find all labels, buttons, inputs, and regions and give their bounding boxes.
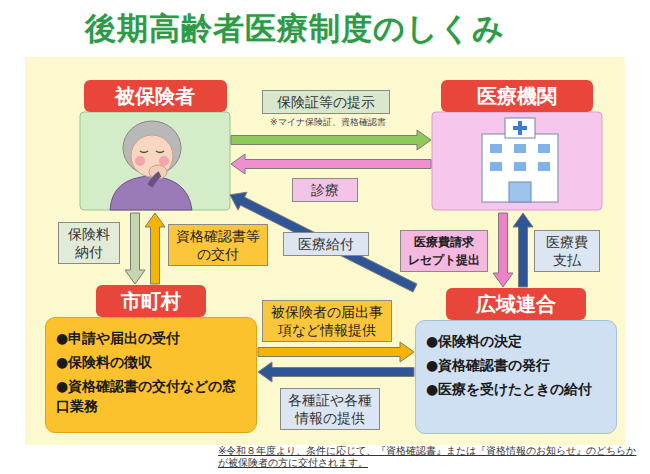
node-box: 医療機関 (432, 80, 602, 212)
node-box: 広域連合 ●保険料の決定 ●資格確認書の発行 ●医療を受けたときの給付 (415, 288, 617, 434)
block-arrow (513, 213, 533, 287)
node-panel: ●保険料の決定 ●資格確認書の発行 ●医療を受けたときの給付 (415, 320, 617, 434)
arrow-label: 資格確認書等の交付 (168, 224, 268, 266)
block-arrow (258, 362, 414, 382)
bullet-item: ●保険料の徴収 (56, 352, 248, 372)
bullet-item: ●資格確認書の発行 (426, 355, 608, 375)
bullet-item: ●医療を受けたときの給付 (426, 379, 608, 399)
block-arrow (125, 213, 145, 284)
hospital-illustration (432, 112, 602, 210)
arrow-label: 医療給付 (283, 232, 369, 256)
node-header: 広域連合 (446, 288, 586, 320)
diagram-title: 後期高齢者医療制度のしくみ (85, 8, 505, 50)
block-arrow (231, 130, 431, 150)
block-arrow (145, 213, 165, 284)
arrow-label: 医療費請求 レセプト提出 (400, 230, 488, 272)
arrow-label: 各種証や各種情報の提供 (280, 388, 380, 430)
note-label: ※令和８年度より、条件に応じて、『資格確認書』または『資格情報のお知らせ』のどち… (218, 445, 646, 469)
block-arrow (258, 342, 414, 362)
arrow-label: 保険証等の提示 (262, 90, 390, 114)
node-box: 市町村 ●申請や届出の受付 ●保険料の徴収 ●資格確認書の交付などの窓口業務 (45, 285, 257, 433)
arrow-label: 診療 (292, 178, 358, 202)
background-panel (25, 57, 625, 445)
note-label: ※マイナ保険証、資格確認書 (270, 116, 386, 129)
node-header: 医療機関 (441, 80, 593, 112)
bullet-item: ●資格確認書の交付などの窓口業務 (56, 376, 248, 416)
insured-illustration (80, 112, 230, 210)
node-header: 市町村 (96, 285, 206, 317)
node-header: 被保険者 (84, 80, 227, 112)
arrow-label: 医療費支払 (534, 230, 600, 272)
bullet-item: ●申請や届出の受付 (56, 328, 248, 348)
block-arrow (231, 154, 431, 174)
arrow-label: 被保険者の届出事項など情報提供 (262, 300, 392, 342)
node-box: 被保険者 (80, 80, 230, 212)
block-arrow (493, 213, 513, 287)
node-panel: ●申請や届出の受付 ●保険料の徴収 ●資格確認書の交付などの窓口業務 (45, 317, 257, 433)
arrow-label: 保険料納付 (58, 222, 120, 264)
bullet-item: ●保険料の決定 (426, 331, 608, 351)
